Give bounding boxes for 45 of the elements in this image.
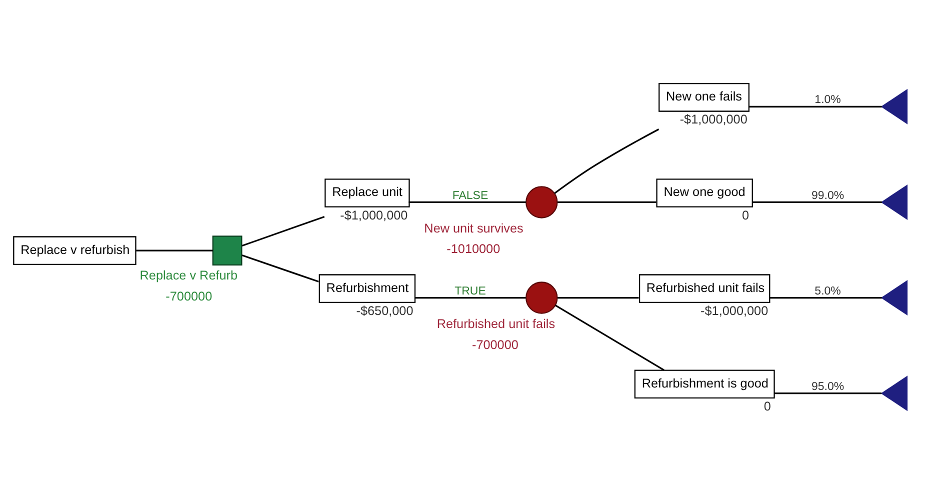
connector (774, 392, 882, 394)
node-triangle (880, 280, 908, 316)
node-box: New one good (656, 178, 753, 207)
node-label: -$1,000,000 (340, 208, 408, 222)
node-label: -700000 (472, 337, 518, 352)
connector (242, 254, 319, 282)
node-triangle (880, 375, 908, 411)
edge-label: 5.0% (814, 284, 841, 297)
connector (558, 296, 639, 298)
connector (414, 296, 526, 298)
node-triangle (880, 184, 908, 220)
connector (554, 128, 660, 194)
edge-label: 1.0% (814, 94, 841, 106)
node-label: -$650,000 (356, 303, 414, 318)
node-box: Replace unit (324, 178, 410, 207)
node-box: Replace v refurbish (13, 236, 136, 264)
node-circle (526, 281, 558, 314)
connector (242, 215, 325, 246)
connector (558, 200, 656, 203)
connector (136, 249, 213, 251)
node-label: Replace v Refurb (140, 268, 238, 282)
node-box: Refurbished unit fails (638, 274, 770, 302)
node-label: -1010000 (446, 242, 500, 256)
connector (769, 296, 882, 298)
node-box (212, 235, 242, 266)
connector (408, 200, 526, 203)
node-box: New one fails (658, 82, 750, 112)
node-box: Refurbishment (318, 274, 416, 302)
node-box: Refurbishment is good (634, 369, 775, 398)
node-label: 0 (764, 398, 771, 413)
edge-label: FALSE (452, 189, 488, 202)
edge-label: 95.0% (812, 380, 844, 392)
edge-label: 99.0% (812, 189, 844, 202)
node-label: -$1,000,000 (700, 303, 768, 318)
connector (749, 105, 882, 107)
node-label: -700000 (166, 288, 212, 303)
node-label: New unit survives (424, 220, 524, 235)
edge-label: TRUE (454, 284, 486, 297)
connector (752, 200, 882, 203)
node-label: 0 (742, 208, 750, 222)
node-label: Refurbished unit fails (436, 316, 556, 331)
node-triangle (880, 88, 908, 124)
connector (554, 304, 665, 370)
node-circle (526, 186, 558, 218)
node-label: -$1,000,000 (680, 112, 748, 126)
